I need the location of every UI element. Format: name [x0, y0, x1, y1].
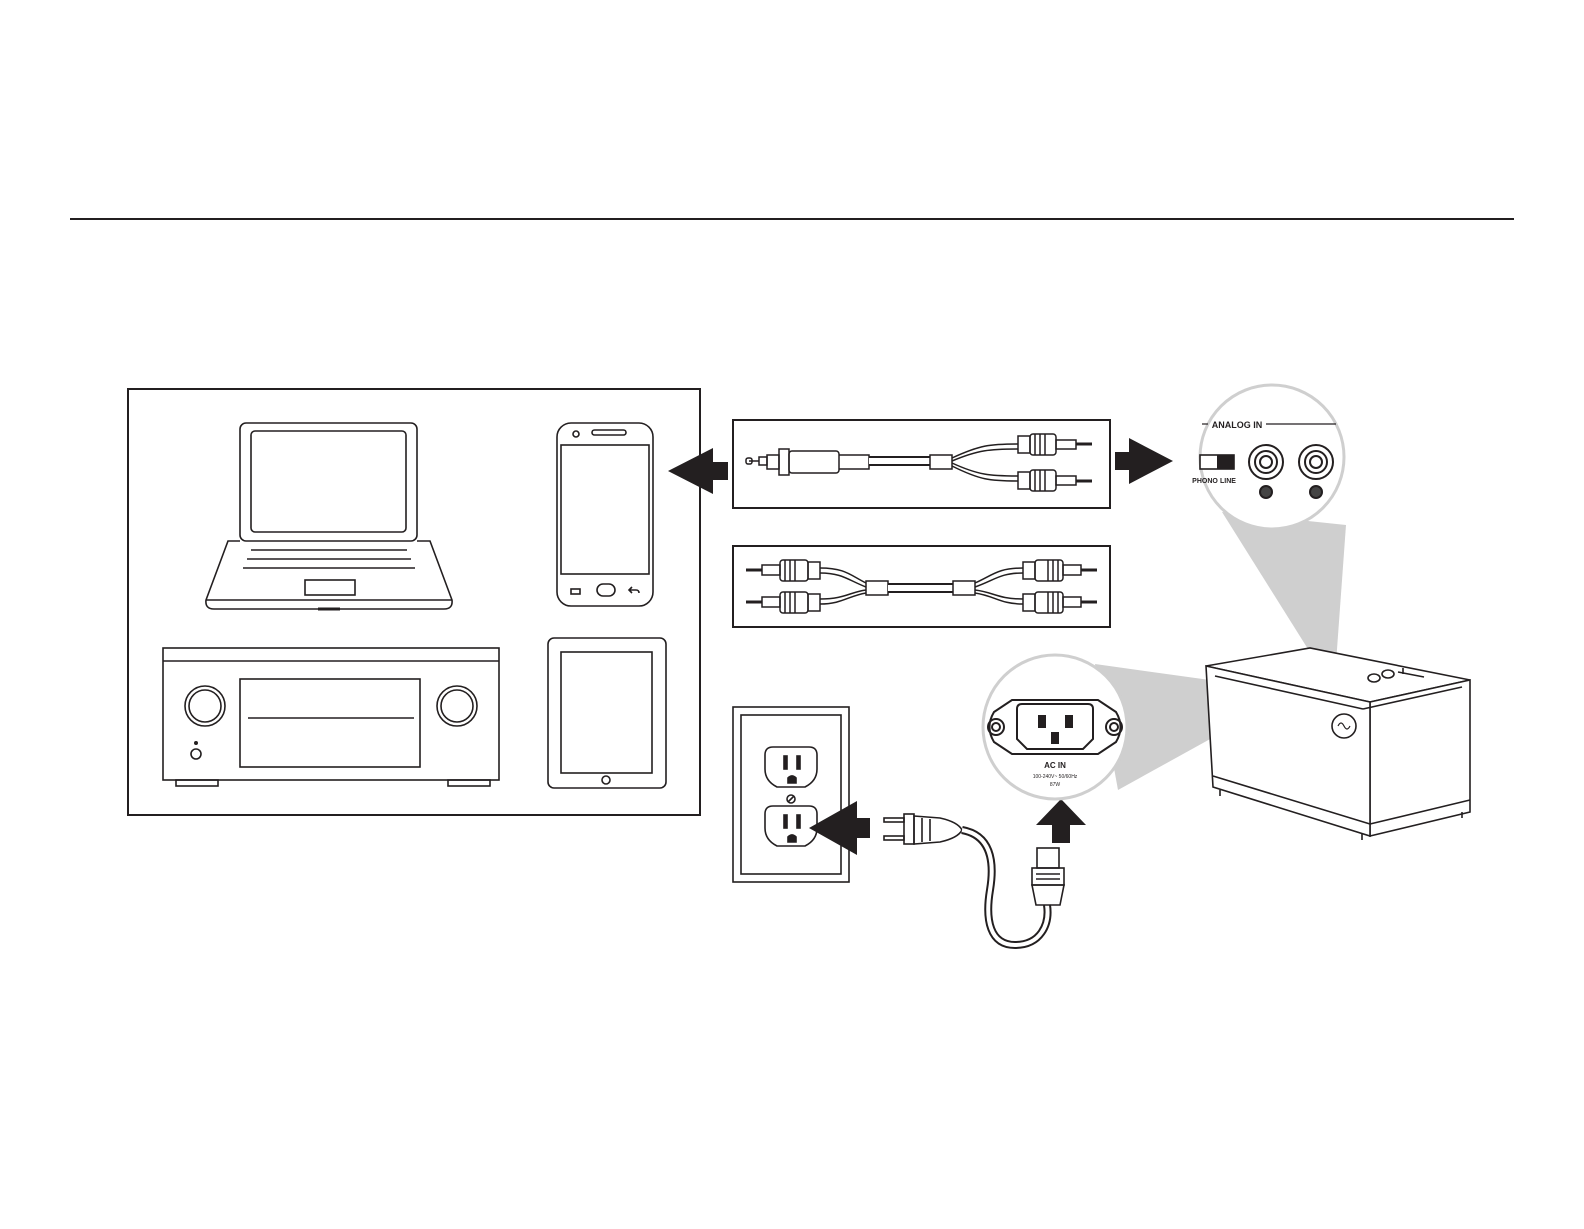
switch-label-line: LINE — [1220, 478, 1236, 485]
power-cord-icon — [884, 814, 1064, 945]
wall-outlet-icon — [733, 707, 849, 882]
analog-in-callout-cone — [1222, 512, 1346, 665]
source-devices-frame — [128, 389, 700, 815]
ac-in-label: AC IN — [1044, 761, 1066, 770]
iec-power-inlet-icon[interactable] — [988, 700, 1122, 754]
cable-rca-to-rca-panel — [733, 546, 1110, 627]
arrow-up-to-ac-in-icon — [1036, 799, 1086, 843]
speaker-unit — [1095, 512, 1470, 840]
ac-in-zoom: AC IN 100-240V~ 50/60Hz 87W — [983, 655, 1127, 799]
source-devices-panel — [128, 389, 700, 815]
switch-thumb — [1217, 455, 1234, 469]
arrow-right-to-analog-in-icon — [1115, 438, 1173, 484]
analog-in-label: ANALOG IN — [1212, 420, 1263, 430]
ac-in-rating: 100-240V~ 50/60Hz — [1033, 774, 1078, 780]
cable-3-5mm-to-rca-panel — [733, 420, 1110, 508]
ac-in-wattage: 87W — [1050, 782, 1061, 788]
analog-in-zoom: ANALOG IN PHONO LINE — [1192, 385, 1344, 529]
speaker-icon — [1206, 648, 1470, 840]
arrow-left-to-outlet-icon — [809, 801, 870, 855]
switch-label-phono: PHONO — [1192, 478, 1218, 485]
